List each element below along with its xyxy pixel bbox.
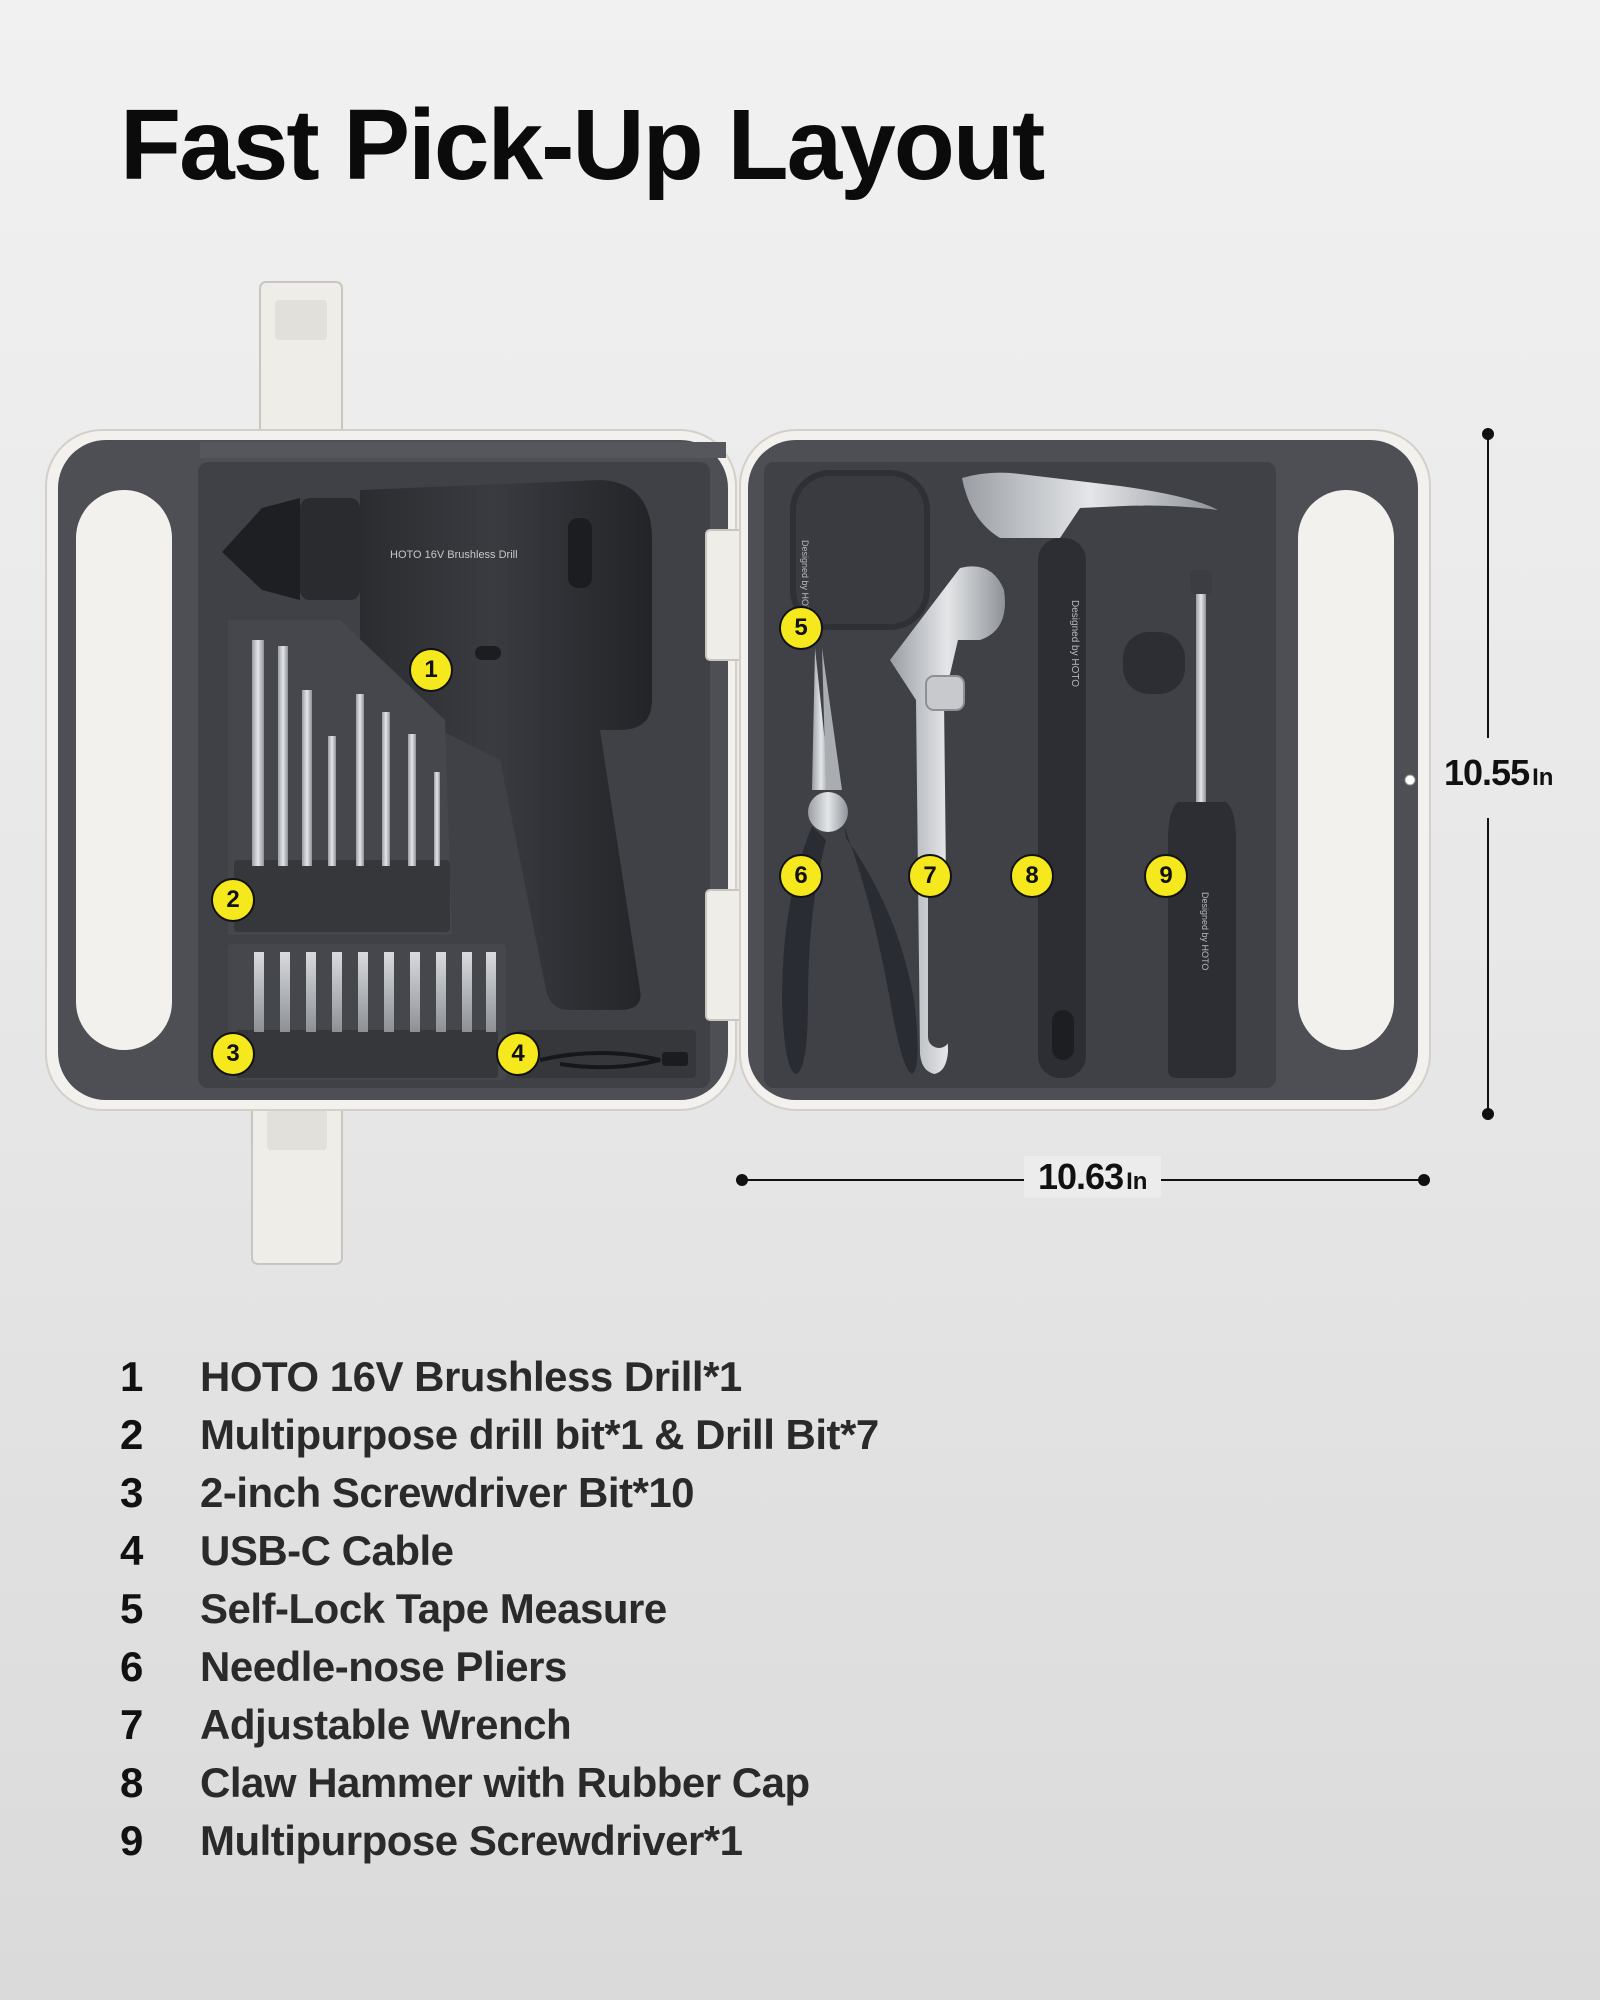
case-latch-top <box>259 281 343 453</box>
width-unit: In <box>1126 1168 1148 1195</box>
drill-label: HOTO 16V Brushless Drill <box>390 549 518 561</box>
height-unit: In <box>1532 764 1554 791</box>
height-dimension-line <box>1482 428 1494 1120</box>
list-item: 5 Self-Lock Tape Measure <box>120 1580 879 1638</box>
list-item: 7 Adjustable Wrench <box>120 1696 879 1754</box>
item-label: Multipurpose drill bit*1 & Drill Bit*7 <box>200 1411 879 1458</box>
callout-4: 4 <box>496 1032 540 1076</box>
item-label: Needle-nose Pliers <box>200 1643 567 1690</box>
page-title: Fast Pick-Up Layout <box>120 89 1045 201</box>
callout-7: 7 <box>908 854 952 898</box>
item-label: Claw Hammer with Rubber Cap <box>200 1759 810 1806</box>
list-item: 1 HOTO 16V Brushless Drill*1 <box>120 1348 879 1406</box>
item-label: Adjustable Wrench <box>200 1701 572 1748</box>
item-number: 7 <box>120 1701 143 1748</box>
list-item: 9 Multipurpose Screwdriver*1 <box>120 1812 879 1870</box>
tape-measure: Designed by HOTO <box>790 470 930 630</box>
item-number: 5 <box>120 1585 143 1632</box>
hammer-brand-label: Designed by HOTO <box>1069 600 1080 687</box>
item-number: 9 <box>120 1817 143 1864</box>
callout-8: 8 <box>1010 854 1054 898</box>
list-item: 4 USB-C Cable <box>120 1522 879 1580</box>
item-label: Multipurpose Screwdriver*1 <box>200 1817 743 1864</box>
tape-brand-label: Designed by HOTO <box>800 540 810 618</box>
list-item: 8 Claw Hammer with Rubber Cap <box>120 1754 879 1812</box>
height-dimension-label: 10.55 In <box>1444 752 1553 794</box>
callout-9: 9 <box>1144 854 1188 898</box>
claw-hammer: Designed by HOTO <box>962 472 1218 1078</box>
list-item: 6 Needle-nose Pliers <box>120 1638 879 1696</box>
item-label: Self-Lock Tape Measure <box>200 1585 667 1632</box>
width-value: 10.63 <box>1038 1156 1124 1197</box>
callout-6: 6 <box>779 854 823 898</box>
contents-list: 1 HOTO 16V Brushless Drill*1 2 Multipurp… <box>120 1348 879 1870</box>
item-number: 3 <box>120 1469 143 1516</box>
item-number: 4 <box>120 1527 143 1574</box>
callout-5: 5 <box>779 606 823 650</box>
toolkit-case-illustration: HOTO 16V Brushless Drill <box>45 281 1494 1265</box>
item-label: USB-C Cable <box>200 1527 454 1574</box>
item-number: 8 <box>120 1759 143 1806</box>
item-number: 6 <box>120 1643 143 1690</box>
callout-1: 1 <box>409 648 453 692</box>
drill: HOTO 16V Brushless Drill <box>222 480 652 1010</box>
screwdriver-brand-label: Designed by HOTO <box>1200 892 1210 970</box>
height-value: 10.55 <box>1444 752 1530 793</box>
item-number: 1 <box>120 1353 143 1400</box>
case-latch-bottom <box>251 1097 343 1265</box>
list-item: 2 Multipurpose drill bit*1 & Drill Bit*7 <box>120 1406 879 1464</box>
item-label: HOTO 16V Brushless Drill*1 <box>200 1353 742 1400</box>
drill-bit-holder <box>228 620 452 935</box>
item-label: 2-inch Screwdriver Bit*10 <box>200 1469 695 1516</box>
list-item: 3 2-inch Screwdriver Bit*10 <box>120 1464 879 1522</box>
adjustable-wrench <box>890 566 1005 1074</box>
usb-c-cable <box>516 1030 696 1078</box>
callout-2: 2 <box>211 878 255 922</box>
item-number: 2 <box>120 1411 143 1458</box>
callout-3: 3 <box>211 1032 255 1076</box>
needle-nose-pliers <box>782 648 918 1074</box>
screwdriver-bit-holder <box>228 944 506 1080</box>
width-dimension-label: 10.63 In <box>1024 1156 1162 1198</box>
